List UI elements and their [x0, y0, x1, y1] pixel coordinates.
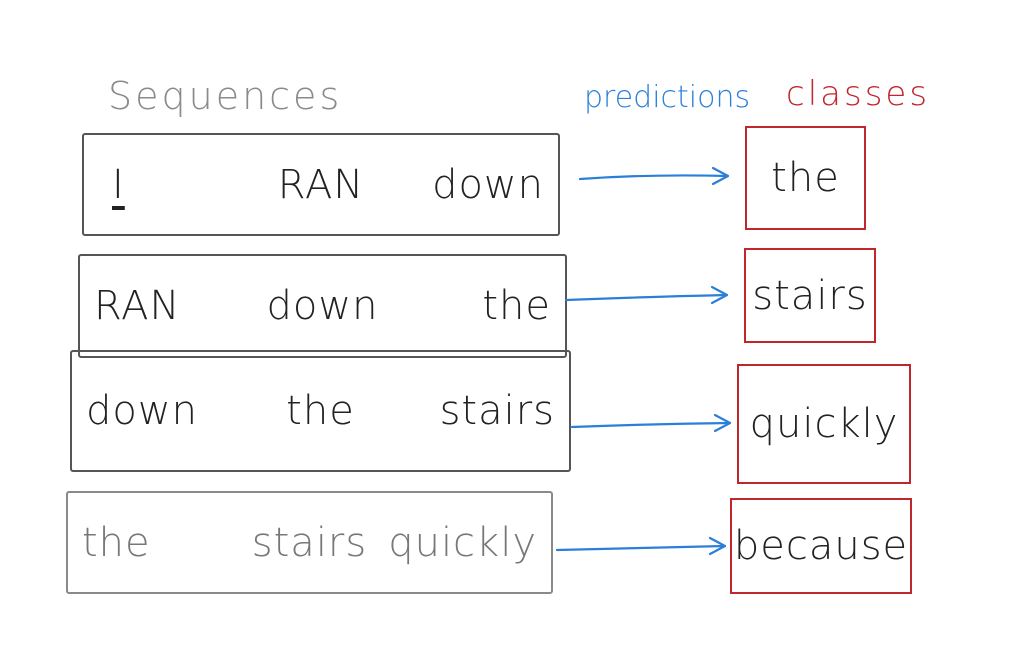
prediction-arrow-1	[578, 166, 730, 186]
sequence-box-3: down the stairs	[70, 350, 571, 472]
sequence-token: RAN	[277, 161, 365, 208]
sequence-token: the	[482, 283, 551, 329]
class-label: stairs	[752, 272, 868, 319]
sequence-token: stairs	[439, 388, 555, 434]
sequence-token: down	[266, 283, 379, 329]
class-label: quickly	[749, 401, 899, 447]
class-box-2: stairs	[744, 248, 876, 343]
prediction-arrow-2	[564, 285, 729, 305]
sequence-token: RAN	[94, 283, 181, 329]
predictions-heading: predictions	[584, 80, 751, 115]
sequence-box-2: RAN down the	[78, 254, 567, 358]
sequence-token: I	[112, 161, 125, 208]
classes-heading: classes	[786, 74, 931, 114]
sequence-token: down	[86, 388, 198, 434]
sequence-box-4: the stairs quickly	[66, 491, 553, 594]
class-box-4: because	[730, 498, 912, 594]
sequence-box-1: I RAN down	[82, 133, 560, 236]
class-box-1: the	[745, 126, 866, 230]
sequences-heading: Sequences	[108, 74, 343, 118]
class-label: because	[733, 523, 909, 569]
sequence-token: quickly	[388, 519, 537, 566]
sequence-token: the	[82, 519, 151, 566]
sequence-token: down	[432, 161, 544, 208]
sequence-token: stairs	[251, 519, 368, 566]
prediction-arrow-3	[570, 413, 732, 433]
class-box-3: quickly	[737, 364, 911, 484]
sequence-token: the	[286, 388, 355, 434]
class-label: the	[771, 155, 840, 201]
prediction-arrow-4	[555, 536, 727, 556]
